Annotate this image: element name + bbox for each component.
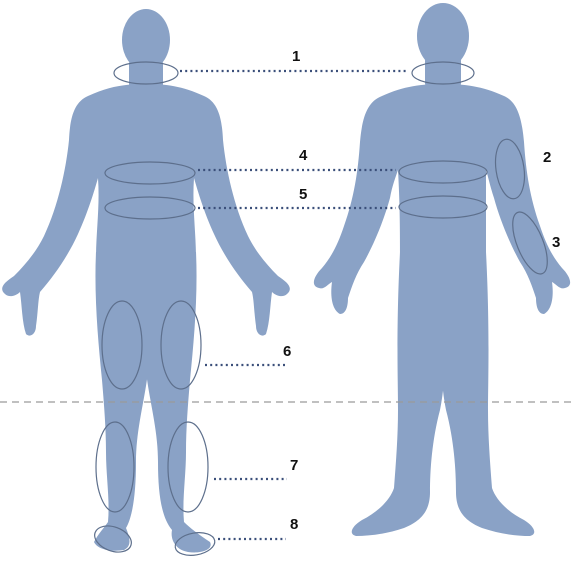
label-2: 2 xyxy=(543,149,551,166)
label-3: 3 xyxy=(552,234,560,251)
label-7: 7 xyxy=(290,457,298,474)
label-6: 6 xyxy=(283,343,291,360)
label-4: 4 xyxy=(299,147,308,164)
front-figure xyxy=(2,9,290,553)
label-1: 1 xyxy=(292,48,300,65)
label-8: 8 xyxy=(290,516,298,533)
label-5: 5 xyxy=(299,186,307,203)
